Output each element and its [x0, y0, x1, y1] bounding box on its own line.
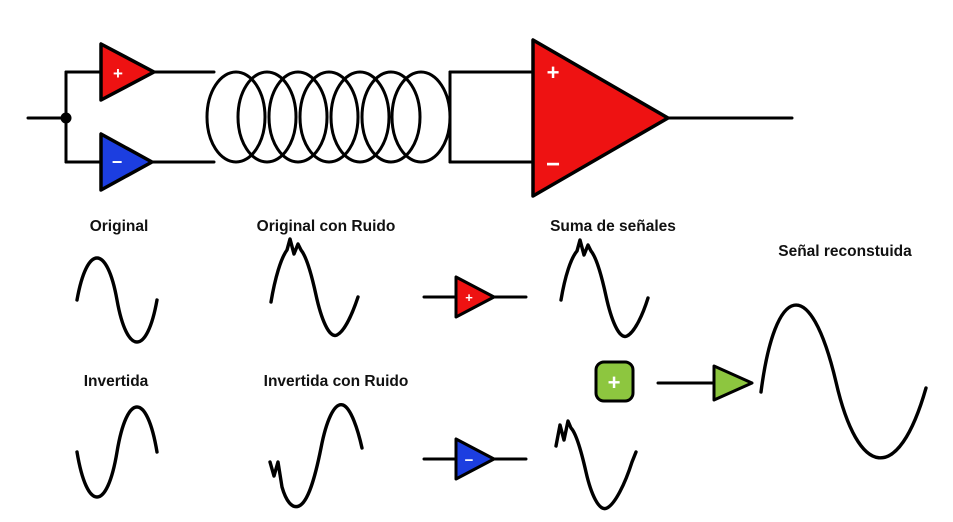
twisted-pair-loop [236, 70, 298, 164]
result-arrow-head [712, 364, 754, 402]
twisted-pair-loop [298, 70, 360, 164]
waveform-sum-bottom [554, 419, 638, 511]
twisted-pair-loop [205, 70, 267, 164]
label-sum: Suma de señales [550, 218, 676, 235]
summing-node-plus-sign: + [608, 370, 621, 395]
driver-amp-negative-sign: − [112, 152, 123, 172]
label-original-noise: Original con Ruido [257, 218, 396, 235]
waveform-reconstructed [759, 303, 928, 460]
waveform-original-noise [269, 237, 360, 338]
small-amp-negative [454, 437, 496, 481]
waveform-original [75, 256, 159, 344]
label-reconstructed: Señal reconstuida [778, 243, 912, 260]
small-amp-positive-sign: + [465, 290, 473, 305]
waveform-inverted [75, 405, 159, 499]
differential-amp-minus-sign: − [546, 151, 560, 178]
driver-amp-negative [99, 132, 154, 192]
driver-amp-positive [99, 42, 156, 102]
label-inverted-noise: Invertida con Ruido [264, 373, 409, 390]
twisted-pair-loop [267, 70, 329, 164]
waveform-inverted-noise [268, 403, 364, 509]
signal-panels: Original Original con Ruido Suma de seña… [75, 218, 928, 511]
differential-amp-plus-sign: + [547, 60, 560, 85]
differential-amp [531, 38, 670, 198]
label-inverted: Invertida [84, 373, 149, 390]
small-amp-positive [454, 275, 496, 319]
summing-node [594, 360, 635, 403]
driver-amp-positive-sign: + [113, 64, 123, 83]
twisted-pair-loop [329, 70, 391, 164]
circuit-section: + − + − [26, 38, 794, 198]
waveform-sum-top [559, 238, 650, 339]
label-original: Original [90, 218, 149, 235]
twisted-pair-cable [205, 70, 452, 164]
small-amp-negative-sign: − [465, 452, 474, 469]
twisted-pair-loop [360, 70, 422, 164]
